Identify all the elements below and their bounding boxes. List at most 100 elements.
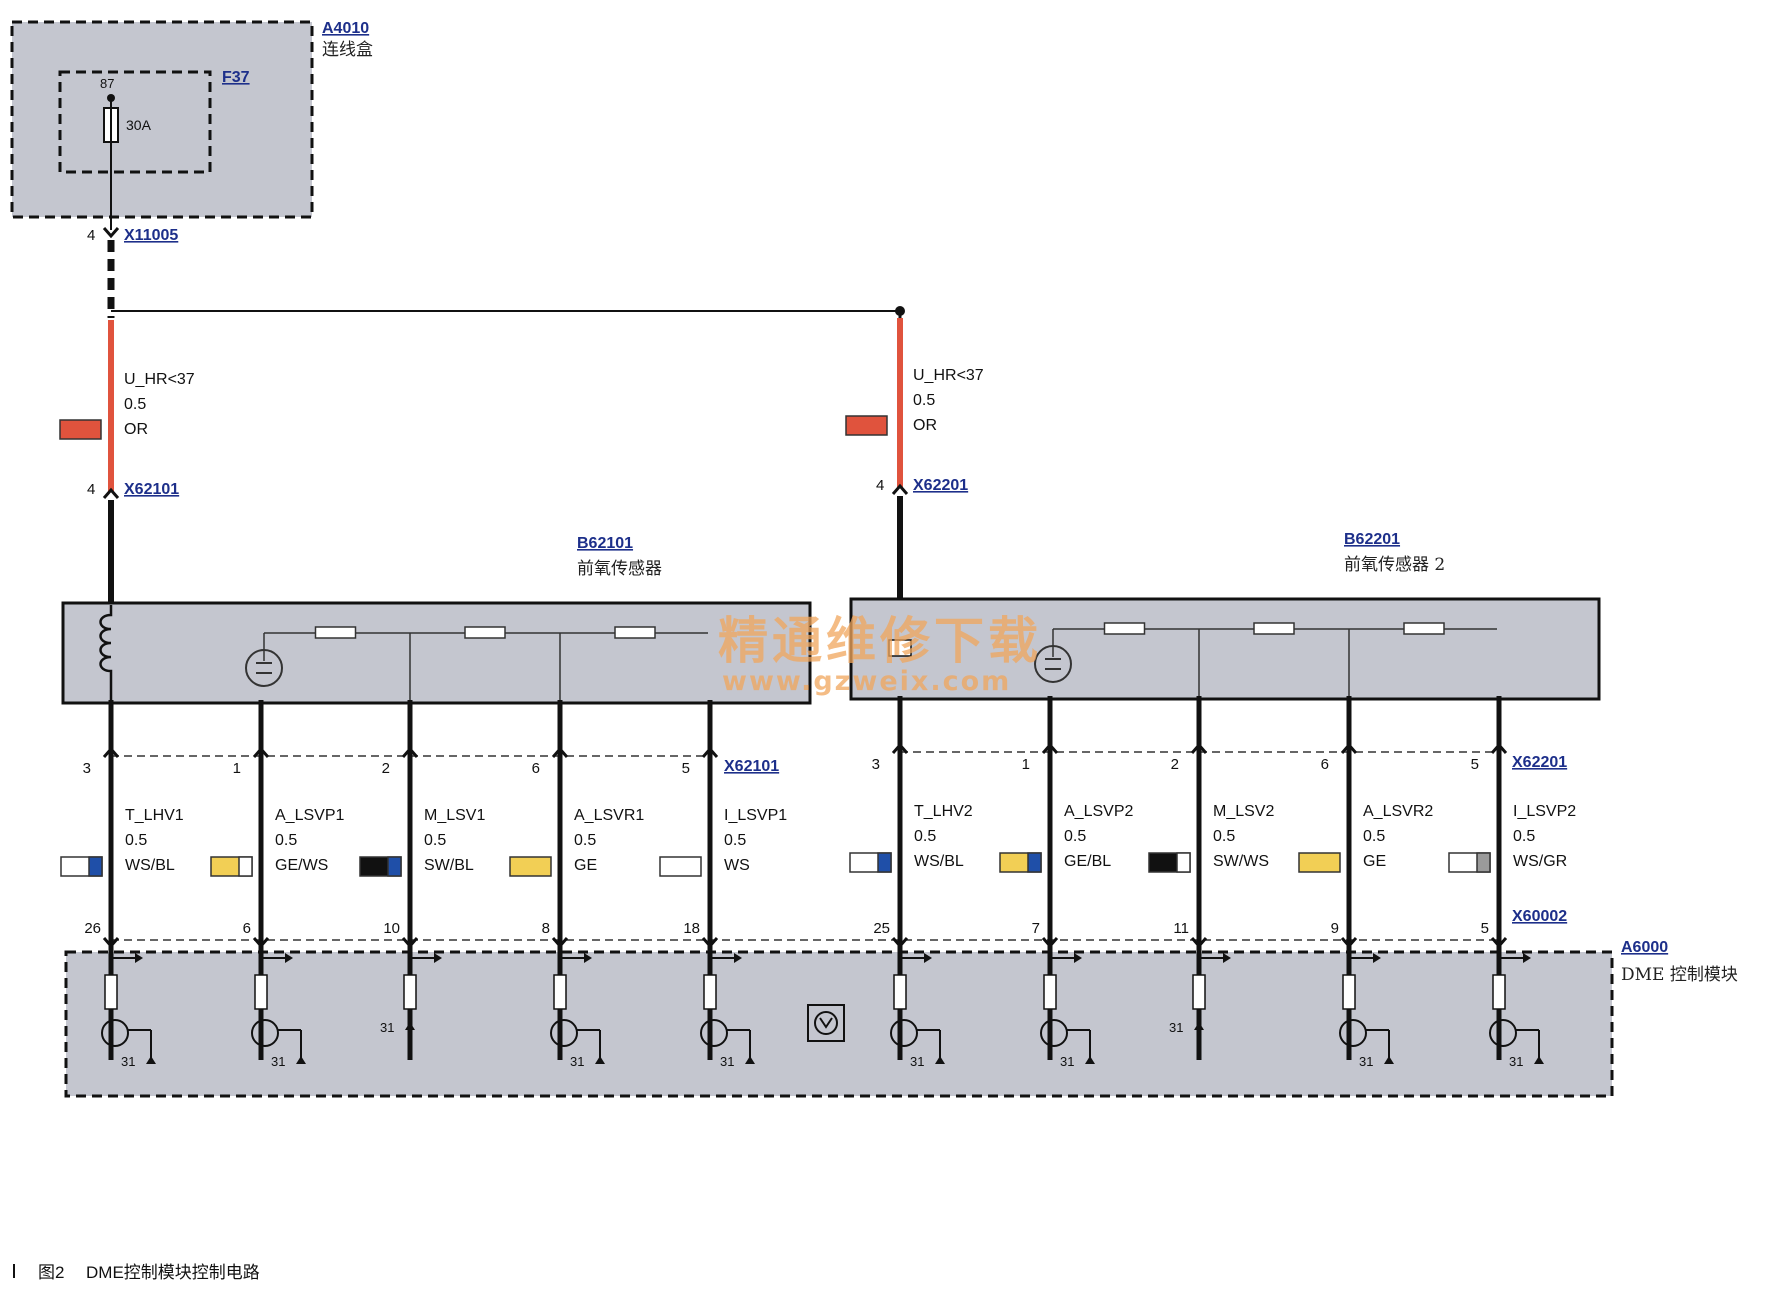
- wire-stripe-swatch: [88, 856, 103, 877]
- ground-label: 31: [1359, 1054, 1373, 1069]
- resistor-symbol: [614, 626, 656, 639]
- ground-label: 31: [910, 1054, 924, 1069]
- dme-pin-number: 6: [243, 920, 251, 937]
- transistor-icon: [1339, 1019, 1367, 1047]
- resistor-symbol: [314, 626, 357, 639]
- wire-stripe-swatch: [1476, 852, 1491, 873]
- dme-pin-symbol: [1041, 937, 1059, 949]
- power-wire-2-signal: U_HR<37: [913, 367, 984, 384]
- wire-stripe-swatch: [1176, 852, 1191, 873]
- sensor-pin-number: 3: [872, 756, 880, 773]
- wire-gauge-label: 0.5: [1064, 828, 1086, 845]
- ground-icon: [1534, 1056, 1544, 1064]
- sensor-pin-number: 3: [83, 760, 91, 777]
- wire-signal-label: M_LSV1: [424, 807, 485, 824]
- sensor-internal-wiring: [245, 622, 1497, 703]
- connector-pin-symbol: [701, 746, 719, 758]
- connector-pin-symbol: [401, 746, 419, 758]
- dme-pin-symbol: [891, 937, 909, 949]
- heater-coil-1: [99, 605, 113, 706]
- wire-color-label: WS/BL: [125, 857, 175, 874]
- dme-resistor: [1192, 974, 1206, 1010]
- power-wire-2-gauge: 0.5: [913, 392, 935, 409]
- dme-resistor: [1492, 974, 1506, 1010]
- nernst-cell-icon: [1034, 645, 1072, 683]
- wire-signal-label: M_LSV2: [1213, 803, 1274, 820]
- wire-gauge-label: 0.5: [275, 832, 297, 849]
- caption-text: DME控制模块控制电路: [86, 1263, 260, 1282]
- ground-icon: [935, 1056, 945, 1064]
- dme-resistor: [403, 974, 417, 1010]
- dme-pin-symbol: [102, 937, 120, 949]
- connector-pin-symbol: [1490, 742, 1508, 754]
- power-wire-1-signal: U_HR<37: [124, 371, 195, 388]
- dme-pin-number: 11: [1173, 920, 1189, 937]
- arrow-icon: [1373, 953, 1381, 963]
- dme-resistor: [893, 974, 907, 1010]
- wire-color-label: GE/WS: [275, 857, 328, 874]
- ground-label: 31: [1060, 1054, 1074, 1069]
- dme-pin-symbol: [401, 937, 419, 949]
- ground-icon: [1194, 1022, 1204, 1030]
- nernst-cell-icon: [245, 649, 283, 687]
- sensor-2-id[interactable]: B62201: [1344, 531, 1400, 548]
- dme-pin-number: 18: [683, 920, 700, 937]
- connector-pin-symbol: [891, 742, 909, 754]
- wire-color-label: WS: [724, 857, 750, 874]
- transistor-icon: [700, 1019, 728, 1047]
- dme-pin-number: 26: [84, 920, 101, 937]
- wire-stripe-swatch: [1027, 852, 1042, 873]
- wire-signal-label: T_LHV2: [914, 803, 973, 820]
- wire-signal-label: A_LSVR1: [574, 807, 644, 824]
- wire-stripe-swatch: [238, 856, 253, 877]
- connector-x62101-symbol: [102, 487, 120, 499]
- wire-gauge-label: 0.5: [574, 832, 596, 849]
- sensor-2-name: 前氧传感器 2: [1344, 555, 1445, 575]
- fuse-id[interactable]: F37: [222, 69, 250, 86]
- arrow-icon: [1523, 953, 1531, 963]
- wire-stripe-swatch: [387, 856, 402, 877]
- arrow-icon: [285, 953, 293, 963]
- sensor-2-connector-id[interactable]: X62201: [1512, 754, 1567, 771]
- connector-pin-symbol: [1041, 742, 1059, 754]
- ground-icon: [745, 1056, 755, 1064]
- power-connector-2-pin: 4: [876, 477, 884, 494]
- sensor-pin-number: 2: [382, 760, 390, 777]
- dme-connector-id[interactable]: X60002: [1512, 908, 1567, 925]
- junction-box-id[interactable]: A4010: [322, 20, 369, 37]
- ground-icon: [1085, 1056, 1095, 1064]
- connector-x11005-symbol: [102, 227, 120, 239]
- wire-color-label: GE/BL: [1064, 853, 1111, 870]
- sensor-pin-number: 5: [682, 760, 690, 777]
- ground-icon: [595, 1056, 605, 1064]
- connector-pin-symbol: [1340, 742, 1358, 754]
- dme-pin-symbol: [551, 937, 569, 949]
- wire-gauge-label: 0.5: [914, 828, 936, 845]
- transistor-icon: [550, 1019, 578, 1047]
- power-wire-2-color: OR: [913, 417, 937, 434]
- transistor-icon: [251, 1019, 279, 1047]
- arrow-icon: [135, 953, 143, 963]
- fuse-rating: 30A: [126, 117, 152, 133]
- dme-ground-icon: [807, 1004, 845, 1042]
- fuse-pin-label: 87: [100, 76, 114, 91]
- power-wire-1-color: OR: [124, 421, 148, 438]
- sensor-1-connector-id[interactable]: X62101: [724, 758, 779, 775]
- dme-resistor: [1342, 974, 1356, 1010]
- power-connector-1-pin: 4: [87, 481, 95, 498]
- wire-color-label: WS/BL: [914, 853, 964, 870]
- power-connector-1-id[interactable]: X62101: [124, 481, 179, 498]
- arrow-icon: [1074, 953, 1082, 963]
- junction-connector-id[interactable]: X11005: [124, 227, 178, 244]
- wire-color-label: SW/BL: [424, 857, 474, 874]
- dme-pin-symbol: [701, 937, 719, 949]
- wire-gauge-label: 0.5: [424, 832, 446, 849]
- transistor-icon: [890, 1019, 918, 1047]
- ground-label: 31: [570, 1054, 584, 1069]
- sensor-pin-number: 2: [1171, 756, 1179, 773]
- sensor-1-id[interactable]: B62101: [577, 535, 633, 552]
- dme-id[interactable]: A6000: [1621, 939, 1668, 956]
- power-connector-2-id[interactable]: X62201: [913, 477, 968, 494]
- dme-pin-symbol: [1490, 937, 1508, 949]
